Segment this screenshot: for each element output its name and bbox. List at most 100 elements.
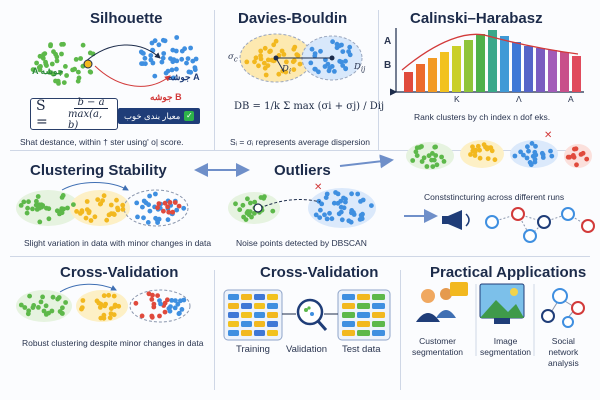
data-point: [95, 197, 101, 202]
data-point: [61, 80, 67, 85]
data-point: [233, 201, 238, 207]
data-point: [58, 70, 63, 76]
data-point: [26, 199, 31, 205]
network-node: [581, 219, 595, 233]
data-point: [40, 294, 45, 300]
data-point: [48, 42, 53, 47]
data-point: [313, 212, 319, 218]
data-point: [252, 199, 258, 205]
data-point: [346, 218, 352, 224]
data-point: [157, 298, 162, 303]
data-block: [342, 303, 355, 309]
data-point: [181, 205, 187, 211]
data-point: [249, 214, 254, 220]
data-point: [43, 303, 49, 309]
data-block: [357, 294, 370, 300]
data-point: [83, 215, 89, 221]
data-block: [228, 321, 239, 327]
data-point: [419, 144, 424, 149]
ch-bar: [560, 52, 569, 92]
data-point: [317, 215, 323, 220]
data-point: [50, 71, 56, 77]
data-point: [309, 46, 315, 52]
data-point: [240, 202, 246, 208]
data-point: [369, 203, 374, 208]
divider-v2: [378, 10, 379, 150]
data-point: [145, 220, 151, 225]
data-point: [241, 214, 246, 220]
outliers-panel: Outliers ✕ Noise points detected by DBSC…: [214, 150, 400, 256]
data-point: [549, 153, 555, 159]
data-point: [173, 298, 178, 303]
constructing-caption: Conststincturing across different runs: [424, 192, 565, 202]
data-point: [489, 148, 495, 154]
data-point: [146, 202, 152, 208]
data-point: [338, 204, 344, 210]
data-point: [150, 292, 155, 298]
data-point: [185, 56, 191, 61]
data-point: [30, 305, 36, 310]
data-point: [357, 217, 363, 222]
data-point: [532, 149, 538, 155]
network-node: [485, 215, 499, 229]
data-point: [140, 204, 145, 210]
data-point: [54, 208, 60, 214]
check-icon: ✓: [184, 111, 195, 121]
data-point: [174, 66, 179, 72]
data-point: [80, 42, 86, 48]
data-point: [322, 212, 327, 218]
ch-bar: [572, 56, 581, 92]
data-point: [172, 305, 178, 311]
data-point: [584, 156, 590, 162]
stability-caption: Slight variation in data with minor chan…: [24, 238, 212, 248]
silhouette-panel: Silhouette A جوشه جوشه A جوشه B S = b − …: [0, 0, 214, 150]
data-point: [49, 308, 55, 314]
divider-h2: [10, 256, 590, 257]
data-point: [318, 207, 323, 213]
data-block: [241, 294, 252, 300]
data-point: [38, 64, 43, 69]
data-point: [108, 306, 114, 311]
data-point: [43, 61, 49, 67]
data-point: [181, 297, 187, 303]
data-block: [372, 330, 385, 336]
ch-tick-a2: A: [568, 94, 574, 104]
applications-title: Practical Applications: [430, 264, 587, 281]
formula-fraction: b − a max(a, b): [65, 97, 117, 131]
data-point: [258, 48, 264, 54]
ch-bar: [464, 40, 473, 92]
data-point: [38, 299, 44, 305]
data-point: [147, 208, 153, 214]
data-point: [472, 153, 478, 158]
crossval1-title: Cross-Validation: [60, 264, 179, 281]
magnifier-icon: [296, 298, 328, 331]
data-point: [42, 51, 48, 56]
data-point: [46, 216, 52, 222]
data-point: [269, 57, 275, 63]
data-point: [162, 38, 168, 44]
data-point: [512, 153, 518, 159]
data-point: [101, 315, 107, 321]
data-point: [59, 195, 65, 200]
calinski-title: Calinski–Harabasz: [410, 10, 543, 27]
data-point: [349, 210, 354, 216]
data-point: [338, 198, 344, 204]
data-point: [167, 308, 173, 314]
data-point: [263, 72, 269, 78]
data-block: [228, 294, 239, 300]
db-formula-text: DB = 1/k Σ max (σi + σj) / Dij: [234, 101, 385, 112]
data-point: [331, 200, 337, 206]
constructing-clusters: ✕: [406, 130, 592, 170]
data-block: [267, 303, 278, 309]
data-point: [155, 293, 161, 298]
data-point: [146, 291, 152, 297]
ch-tick-a1: Λ: [516, 94, 522, 104]
data-point: [291, 46, 297, 52]
data-point: [308, 60, 314, 66]
data-point: [470, 144, 475, 150]
data-block: [372, 294, 385, 300]
data-point: [276, 71, 282, 77]
data-point: [252, 210, 257, 216]
data-point: [22, 305, 28, 310]
data-point: [574, 162, 579, 168]
